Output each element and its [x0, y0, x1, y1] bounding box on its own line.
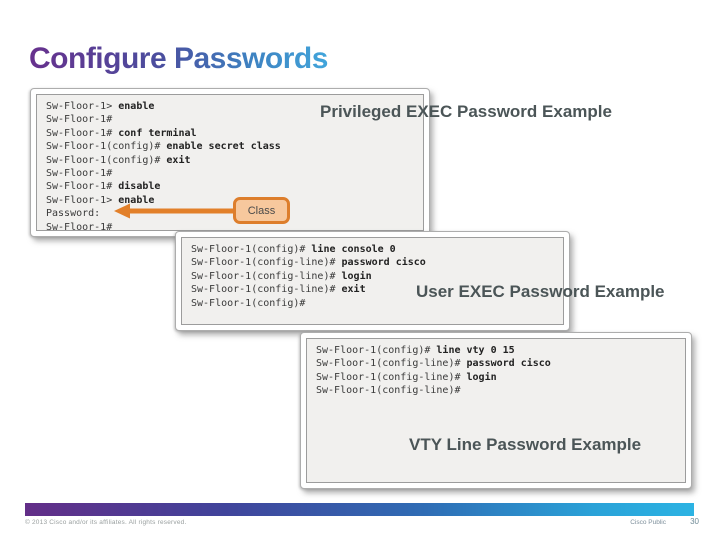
label-vty-line-example: VTY Line Password Example — [409, 435, 642, 454]
terminal-line: Sw-Floor-1(config)# — [191, 297, 306, 309]
terminal-line: Sw-Floor-1(config)# exit — [46, 154, 191, 166]
page-number: 30 — [690, 517, 699, 526]
terminal-output: Sw-Floor-1(config)# line vty 0 15 Sw-Floo… — [306, 338, 686, 483]
left-arrow-icon — [114, 203, 234, 219]
terminal-line: Sw-Floor-1# — [46, 221, 113, 231]
label-user-exec-example: User EXEC Password Example — [416, 282, 665, 301]
terminal-line: Sw-Floor-1(config-line)# password cisco — [191, 257, 426, 269]
terminal-line: Sw-Floor-1(config)# line console 0 — [191, 244, 396, 255]
page-title: Configure Passwords — [29, 42, 328, 75]
terminal-line: Sw-Floor-1# disable — [46, 181, 161, 193]
terminal-line: Sw-Floor-1# — [46, 168, 113, 180]
terminal-line: Sw-Floor-1(config-line)# login — [191, 270, 372, 282]
terminal-line: Sw-Floor-1(config-line)# exit — [191, 284, 366, 296]
terminal-line: Sw-Floor-1(config-line)# — [316, 385, 461, 397]
footer-classification: Cisco Public — [630, 519, 666, 526]
terminal-line: Sw-Floor-1# — [46, 114, 113, 126]
terminal-line: Sw-Floor-1(config)# line vty 0 15 — [316, 345, 515, 356]
terminal-line: Sw-Floor-1> enable — [46, 101, 155, 112]
user-exec-terminal-window: Sw-Floor-1(config)# line console 0 Sw-Flo… — [175, 231, 570, 331]
class-password-callout: Class — [233, 197, 290, 224]
terminal-line: Sw-Floor-1(config)# enable secret class — [46, 141, 281, 153]
terminal-line: Sw-Floor-1(config-line)# login — [316, 371, 497, 383]
footer-gradient-bar — [25, 503, 694, 516]
callout-label: Class — [247, 204, 276, 217]
terminal-output: Sw-Floor-1(config)# line console 0 Sw-Flo… — [181, 237, 564, 325]
terminal-line: Password: — [46, 208, 101, 220]
terminal-line: Sw-Floor-1# conf terminal — [46, 127, 197, 139]
footer-copyright: © 2013 Cisco and/or its affiliates. All … — [25, 519, 187, 526]
terminal-line: Sw-Floor-1> enable — [46, 194, 155, 206]
terminal-line: Sw-Floor-1(config-line)# password cisco — [316, 358, 551, 370]
vty-line-terminal-window: Sw-Floor-1(config)# line vty 0 15 Sw-Floo… — [300, 332, 692, 489]
label-privileged-exec-example: Privileged EXEC Password Example — [320, 102, 612, 121]
